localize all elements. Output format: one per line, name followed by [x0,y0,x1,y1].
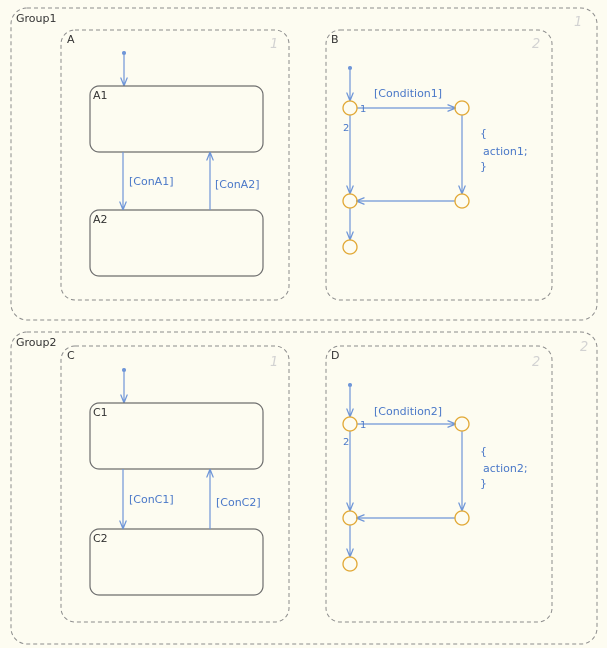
group1-priority: 1 [574,15,582,30]
state-a2-label: A2 [93,213,108,226]
chart-b-border [325,29,553,301]
state-c2-label: C2 [93,532,108,545]
chart-a-border [60,29,290,301]
chart-b-label: B [331,33,339,46]
junction-exit[interactable] [342,239,358,255]
chart-b-priority: 2 [532,37,540,52]
action-label: action1; [483,145,528,158]
action-close-brace: } [480,160,487,173]
junction-bottom-left[interactable] [342,193,358,209]
chart-d[interactable]: D 2 [Condition2] 1 { action2; } 2 [325,345,553,623]
chart-a[interactable]: A 1 A1 A2 [ConA1] [ConA2] [60,29,290,301]
chart-d-border [325,345,553,623]
state-a1-label: A1 [93,89,108,102]
priority-right-label: 1 [360,420,366,431]
transition-a2-a1-label: [ConA2] [215,178,260,191]
action-open-brace: { [480,127,487,140]
condition-label: [Condition2] [374,405,442,418]
junction-bottom-right[interactable] [454,510,470,526]
state-a1[interactable] [89,85,264,153]
transition-a1-a2-label: [ConA1] [129,175,174,188]
chart-a-label: A [67,33,75,46]
chart-a-priority: 1 [270,37,278,52]
action-open-brace: { [480,445,487,458]
state-a2[interactable] [89,209,264,277]
chart-c-border [60,345,290,623]
action-close-brace: } [480,477,487,490]
chart-c-priority: 1 [270,355,278,370]
junction-top-left[interactable] [342,416,358,432]
condition-label: [Condition1] [374,87,442,100]
group1-border [10,7,598,321]
default-transition-dot [348,66,352,70]
chart-b[interactable]: B 2 [Condition1] 1 { action1; } 2 [325,29,553,301]
default-transition-dot [348,383,352,387]
transition-c1-c2-label: [ConC1] [129,493,174,506]
junction-top-left[interactable] [342,100,358,116]
chart-d-priority: 2 [532,355,540,370]
priority-down-label: 2 [343,123,349,134]
junction-bottom-right[interactable] [454,193,470,209]
state-c1[interactable] [89,402,264,470]
group1-label: Group1 [16,12,57,25]
transition-c2-c1-label: [ConC2] [216,496,261,509]
group2-border [10,331,598,645]
priority-down-label: 2 [343,437,349,448]
junction-top-right[interactable] [454,100,470,116]
state-c2[interactable] [89,528,264,596]
junction-bottom-left[interactable] [342,510,358,526]
junction-top-right[interactable] [454,416,470,432]
group2-priority: 2 [580,340,588,355]
default-transition-dot [122,51,126,55]
junction-exit[interactable] [342,556,358,572]
action-label: action2; [483,462,528,475]
chart-c[interactable]: C 1 C1 C2 [ConC1] [ConC2] [60,345,290,623]
group1[interactable]: Group1 1 A 1 A1 A2 [ConA1] [ConA2] B 2 [10,7,598,321]
group2[interactable]: Group2 2 C 1 C1 C2 [ConC1] [ConC2] D 2 [10,331,598,645]
group2-label: Group2 [16,336,57,349]
default-transition-dot [122,368,126,372]
chart-d-label: D [331,349,339,362]
chart-c-label: C [67,349,75,362]
state-c1-label: C1 [93,406,108,419]
priority-right-label: 1 [360,104,366,115]
